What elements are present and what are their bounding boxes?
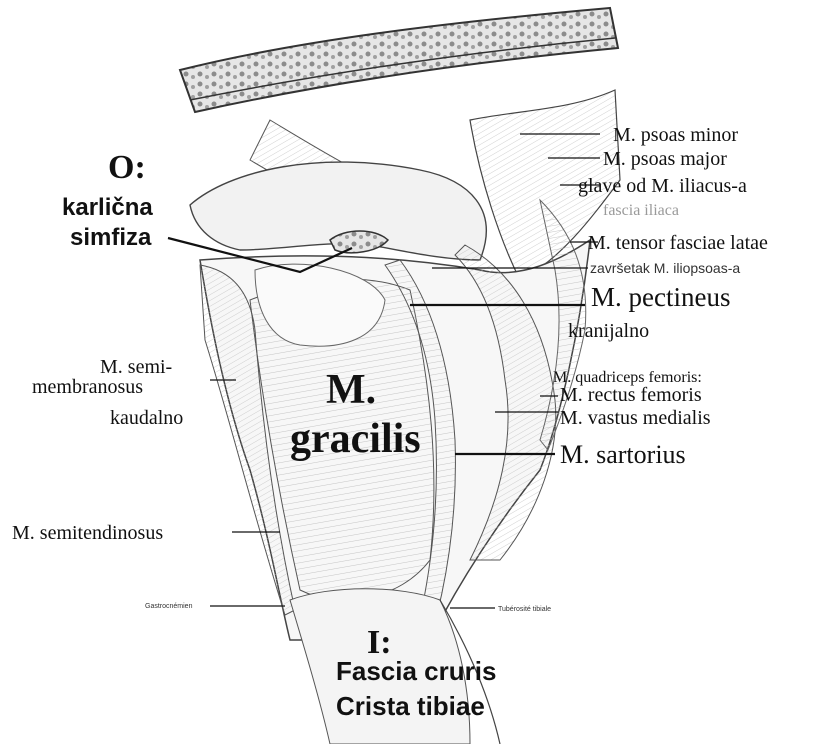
insertion-label-line2: Crista tibiae [336,691,485,721]
label-tensor-fasciae-latae: M. tensor fasciae latae [588,232,768,254]
label-kranijalno: kranijalno [568,320,649,342]
symphysis-cut [330,231,388,253]
vertebral-column [180,8,618,112]
label-pectineus: M. pectineus [591,282,730,312]
muscle-title-line1: M. [326,367,376,413]
label-semitendinosus: M. semitendinosus [12,522,163,544]
label-semimembranosus-line2: membranosus [32,376,143,398]
label-iliopsoas-end: završetak M. iliopsoas-a [590,260,740,276]
label-kaudalno: kaudalno [110,407,183,429]
label-iliacus: glave od M. iliacus-a [578,175,747,197]
origin-label-line2: simfiza [70,224,152,251]
label-sartorius: M. sartorius [560,440,686,469]
label-tuberosite: Tubérosité tibiale [498,606,551,613]
label-psoas-minor: M. psoas minor [613,124,738,146]
label-psoas-major: M. psoas major [603,148,727,170]
origin-marker: O: [108,149,146,186]
label-vastus-medialis: M. vastus medialis [560,407,711,429]
label-gastrocnemien: Gastrocnémien [145,603,193,610]
muscle-title-line2: gracilis [290,416,421,462]
label-fascia-iliaca: fascia iliaca [603,202,679,219]
label-semimembranosus-line1: M. semi- [100,356,172,378]
label-rectus-femoris: M. rectus femoris [560,384,702,406]
insertion-label-line1: Fascia cruris [336,656,496,686]
origin-label-line1: karlična [62,194,153,221]
